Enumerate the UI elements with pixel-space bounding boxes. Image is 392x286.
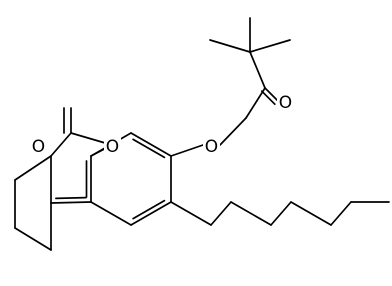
ether-chain-bond xyxy=(219,117,247,146)
hexyl-bond xyxy=(170,201,212,226)
lactone-bond xyxy=(50,201,92,204)
hexyl-bond xyxy=(290,201,332,226)
aromatic-double-bond xyxy=(132,199,166,220)
aromatic-bond xyxy=(130,132,172,157)
atom-ketone-oxygen-label: O xyxy=(279,93,292,113)
chain-bond xyxy=(249,51,266,89)
hexyl-bond xyxy=(270,201,292,226)
lactone-double-bond xyxy=(55,196,87,200)
ketone-bond xyxy=(264,87,279,102)
cyclohexene-bond xyxy=(14,227,52,251)
atom-label-layer: O O O O xyxy=(30,91,294,157)
atom-carbonyl-oxygen-label: O xyxy=(32,137,45,157)
cyclohexene-bond xyxy=(14,155,52,181)
atom-ring-oxygen: O xyxy=(104,135,121,157)
hexyl-bond xyxy=(330,201,352,226)
tbutyl-methyl-bond xyxy=(249,39,291,53)
hexyl-bond xyxy=(210,201,232,226)
chain-bond xyxy=(245,87,266,119)
lactone-bond xyxy=(50,132,72,157)
tbutyl-methyl-bond xyxy=(209,39,251,53)
ketone-double-bond xyxy=(260,90,276,106)
aromatic-bond xyxy=(90,201,132,226)
bond-layer xyxy=(14,17,390,251)
atom-ketone-oxygen: O xyxy=(277,91,294,113)
ether-bond xyxy=(170,144,204,157)
aromatic-bond xyxy=(130,201,172,226)
atom-ring-oxygen-label: O xyxy=(106,137,119,157)
atom-ether-oxygen-label: O xyxy=(205,137,218,157)
atom-ether-oxygen: O xyxy=(203,135,220,157)
hexyl-bond xyxy=(230,201,272,226)
atom-carbonyl-oxygen: O xyxy=(30,135,47,157)
aromatic-double-bond xyxy=(132,138,166,159)
